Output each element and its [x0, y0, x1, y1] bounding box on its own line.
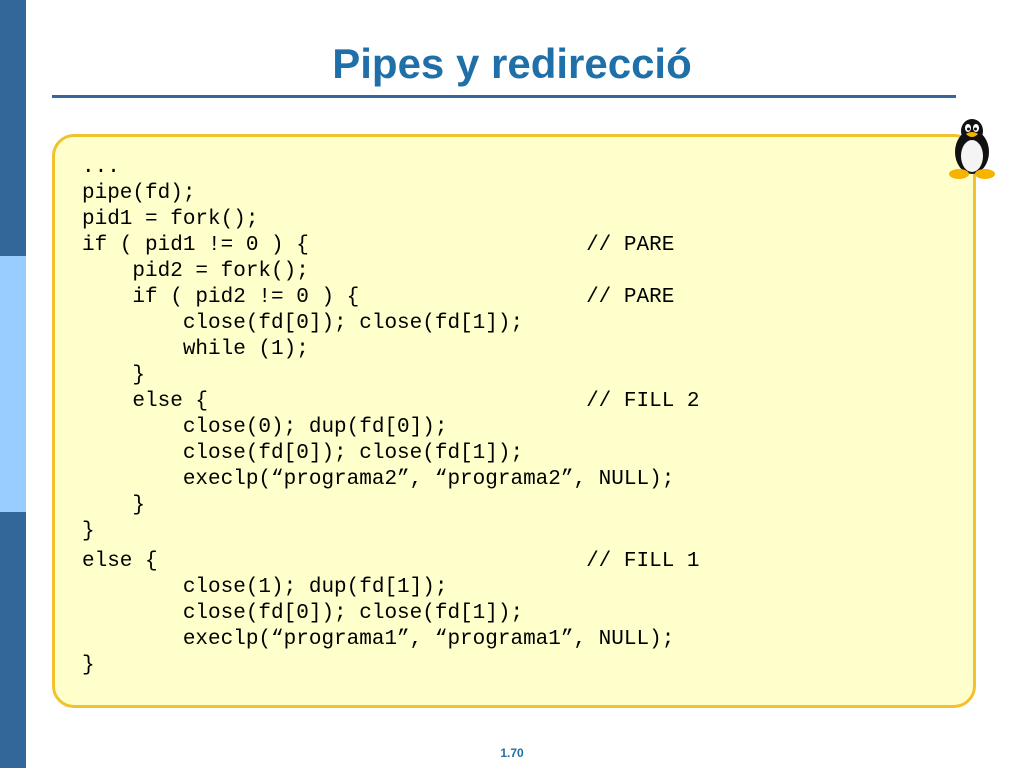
title-underline: [52, 95, 956, 98]
code-block: ... pipe(fd); pid1 = fork(); if ( pid1 != 0…: [82, 155, 700, 679]
code-line: ...: [82, 156, 120, 179]
code-line: }: [82, 520, 95, 543]
code-line: pid1 = fork();: [82, 208, 259, 231]
code-line: if ( pid2 != 0 ) { // PARE: [82, 286, 675, 309]
page-number: 1.70: [500, 746, 524, 760]
slide-title: Pipes y redirecció: [332, 40, 692, 87]
code-line: else { // FILL 2: [82, 390, 700, 413]
code-line: close(fd[0]); close(fd[1]);: [82, 312, 524, 335]
code-line: else { // FILL 1: [82, 550, 700, 573]
side-band-top: [0, 0, 26, 256]
code-line: close(1); dup(fd[1]);: [82, 576, 448, 599]
side-band-middle: [0, 256, 26, 512]
code-line: close(fd[0]); close(fd[1]);: [82, 602, 524, 625]
code-line: if ( pid1 != 0 ) { // PARE: [82, 234, 675, 257]
code-line: close(fd[0]); close(fd[1]);: [82, 442, 524, 465]
code-line: }: [82, 494, 146, 517]
side-band-bottom: [0, 512, 26, 768]
code-line: }: [82, 654, 95, 677]
code-line: pid2 = fork();: [82, 260, 309, 283]
code-line: execlp(“programa1”, “programa1”, NULL);: [82, 628, 675, 651]
code-line: pipe(fd);: [82, 182, 196, 205]
code-line: execlp(“programa2”, “programa2”, NULL);: [82, 468, 675, 491]
code-line: }: [82, 364, 146, 387]
code-line: close(0); dup(fd[0]);: [82, 416, 448, 439]
tux-penguin-icon: [949, 119, 995, 179]
code-line: while (1);: [82, 338, 309, 361]
code-box: ... pipe(fd); pid1 = fork(); if ( pid1 != 0…: [52, 134, 976, 708]
